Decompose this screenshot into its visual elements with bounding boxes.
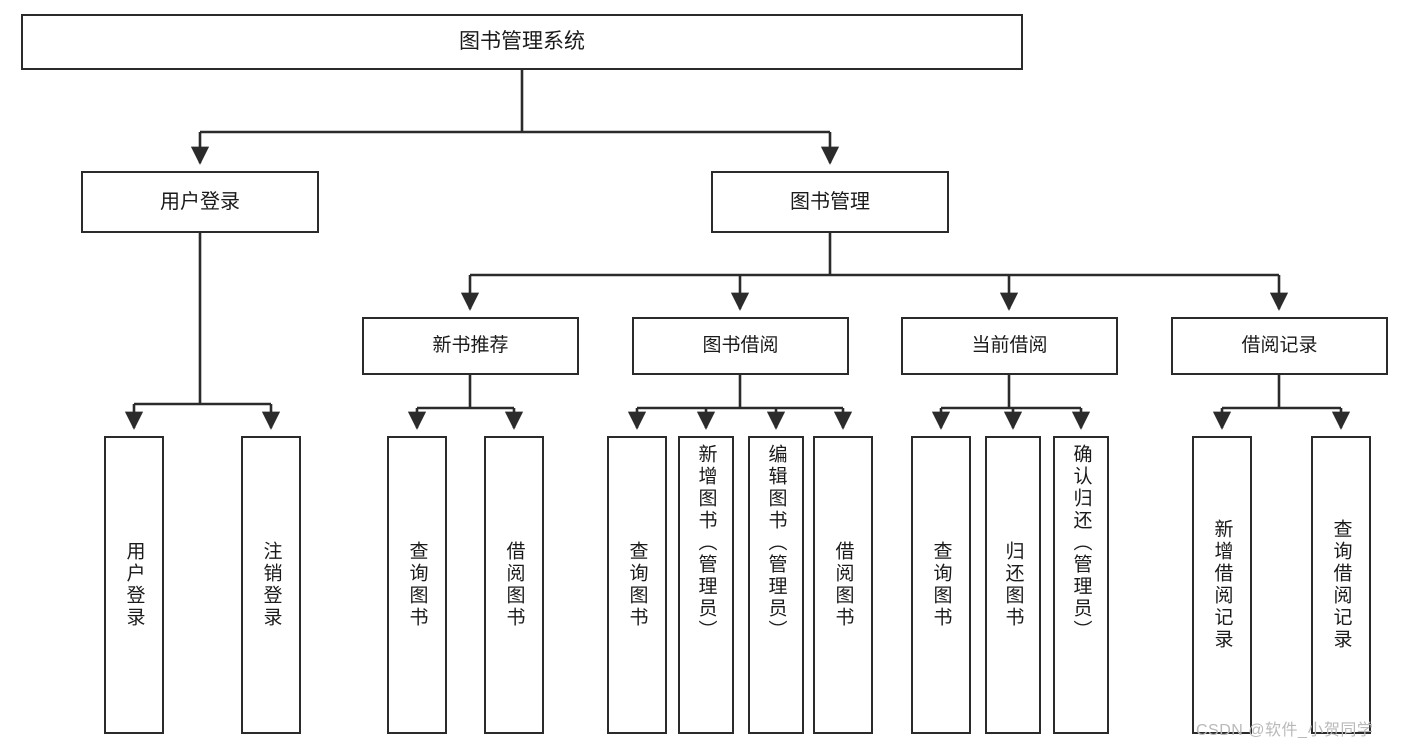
csdn-watermark: CSDN @软件_小贺同学 (1196, 722, 1374, 739)
node-new-book-recommend[interactable]: 新书推荐 (362, 317, 579, 375)
node-leaf-add-borrow-record-label: 新增借阅记录 (1211, 519, 1233, 651)
node-new-book-recommend-label: 新书推荐 (432, 335, 509, 357)
node-leaf-query-book-2[interactable]: 查询图书 (607, 436, 667, 734)
node-root[interactable]: 图书管理系统 (21, 14, 1023, 70)
node-current-borrow[interactable]: 当前借阅 (901, 317, 1118, 375)
node-leaf-return-book-label: 归还图书 (1002, 541, 1024, 629)
node-leaf-query-book-2-label: 查询图书 (626, 541, 648, 629)
node-leaf-query-book-1[interactable]: 查询图书 (387, 436, 447, 734)
node-leaf-user-logout[interactable]: 注销登录 (241, 436, 301, 734)
node-book-borrow[interactable]: 图书借阅 (632, 317, 849, 375)
node-leaf-query-book-3[interactable]: 查询图书 (911, 436, 971, 734)
node-leaf-return-book[interactable]: 归还图书 (985, 436, 1041, 734)
node-book-manage[interactable]: 图书管理 (711, 171, 949, 233)
node-leaf-borrow-book-1-label: 借阅图书 (503, 541, 525, 629)
node-leaf-edit-book-admin-label: 编辑图书（管理员） (765, 444, 787, 642)
node-user-login[interactable]: 用户登录 (81, 171, 319, 233)
node-leaf-add-book-admin-label: 新增图书（管理员） (695, 444, 717, 642)
node-current-borrow-label: 当前借阅 (971, 335, 1048, 357)
node-leaf-borrow-book-1[interactable]: 借阅图书 (484, 436, 544, 734)
node-leaf-confirm-return-admin-label: 确认归还（管理员） (1070, 444, 1092, 642)
node-leaf-user-login-label: 用户登录 (123, 541, 145, 629)
node-leaf-query-borrow-record[interactable]: 查询借阅记录 (1311, 436, 1371, 734)
node-leaf-query-book-1-label: 查询图书 (406, 541, 428, 629)
node-leaf-add-book-admin[interactable]: 新增图书（管理员） (678, 436, 734, 734)
node-leaf-add-borrow-record[interactable]: 新增借阅记录 (1192, 436, 1252, 734)
node-leaf-edit-book-admin[interactable]: 编辑图书（管理员） (748, 436, 804, 734)
node-leaf-user-login[interactable]: 用户登录 (104, 436, 164, 734)
node-leaf-query-book-3-label: 查询图书 (930, 541, 952, 629)
node-leaf-query-borrow-record-label: 查询借阅记录 (1330, 519, 1352, 651)
node-leaf-borrow-book-2[interactable]: 借阅图书 (813, 436, 873, 734)
node-leaf-confirm-return-admin[interactable]: 确认归还（管理员） (1053, 436, 1109, 734)
node-book-borrow-label: 图书借阅 (702, 335, 779, 357)
node-user-login-label: 用户登录 (160, 190, 240, 213)
node-leaf-borrow-book-2-label: 借阅图书 (832, 541, 854, 629)
node-root-label: 图书管理系统 (459, 29, 585, 53)
node-borrow-record-label: 借阅记录 (1241, 335, 1318, 357)
node-leaf-user-logout-label: 注销登录 (260, 541, 282, 629)
node-book-manage-label: 图书管理 (790, 190, 870, 213)
node-borrow-record[interactable]: 借阅记录 (1171, 317, 1388, 375)
